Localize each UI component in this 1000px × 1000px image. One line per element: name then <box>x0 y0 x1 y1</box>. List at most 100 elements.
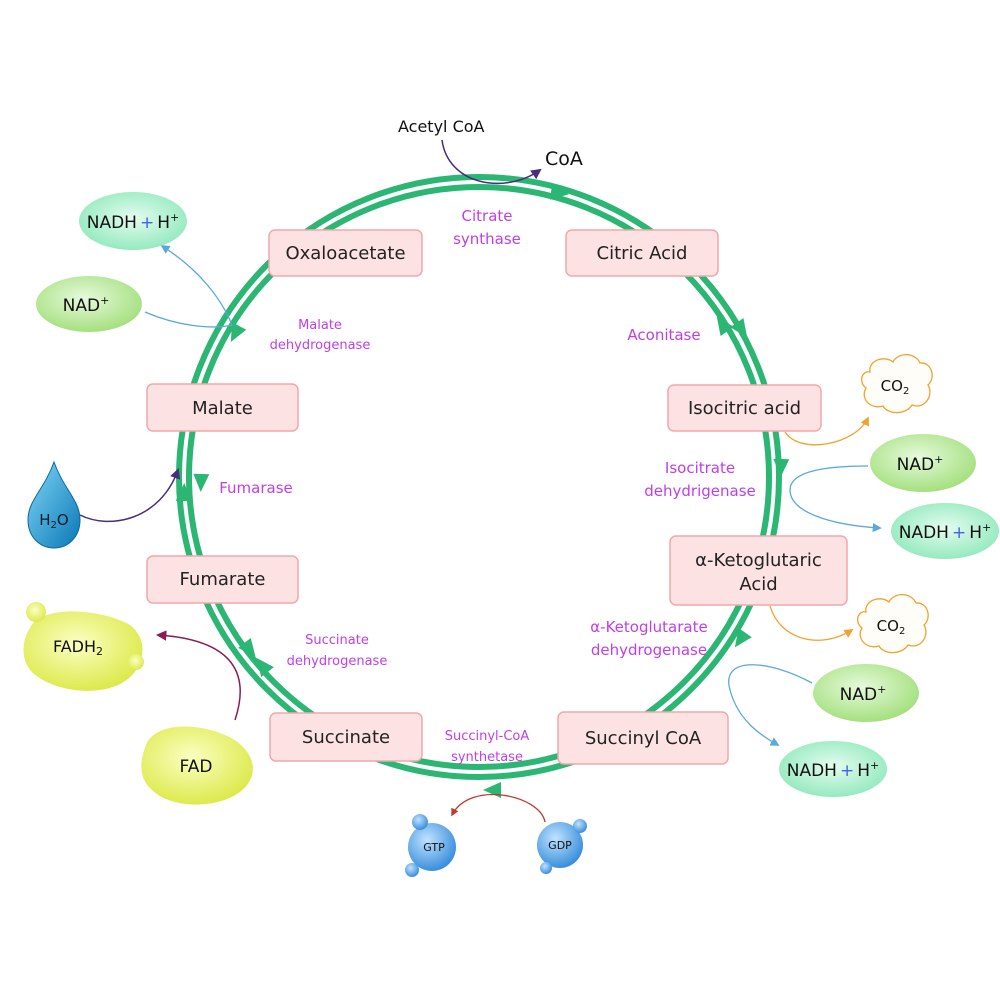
gtp-bubble-1 <box>412 814 428 830</box>
succinate-box <box>269 712 423 762</box>
enzyme-malate-dh-line2: dehydrogenase <box>270 338 371 353</box>
metabolite-succinate: Succinate <box>269 712 423 762</box>
metabolite-fumarate: Fumarate <box>146 555 299 604</box>
gtp-bubble-2 <box>405 863 419 877</box>
acetyl-coa-entry: Acetyl CoA CoA <box>398 117 583 185</box>
fadh2-bubble-1 <box>26 602 46 622</box>
nad-label-aketo: NAD+ <box>840 683 887 705</box>
cycle-arrow-left-2 <box>193 473 210 492</box>
enzyme-citrate-synthase-line1: Citrate <box>462 207 513 225</box>
fad-arrow <box>155 630 241 721</box>
co2-label-1: CO2 <box>881 377 910 397</box>
enzyme-succinyl-coa-synthetase-line2: synthetase <box>451 750 523 765</box>
fad-blob <box>141 726 253 805</box>
co2-arrow-2 <box>769 605 854 641</box>
succinate-label: Succinate <box>302 727 390 748</box>
aketoglutaric-acid-label-line1: α-Ketoglutaric <box>695 550 822 571</box>
enzyme-fumarase: Fumarase <box>219 479 293 497</box>
nadh-oval-isocitrate <box>891 503 999 559</box>
cycle-arrowheads <box>175 183 790 798</box>
gtp-label: GTP <box>423 841 445 854</box>
malate-label: Malate <box>192 398 253 419</box>
metabolite-citric-acid: Citric Acid <box>565 229 719 277</box>
water-drop-icon <box>27 460 81 549</box>
nad-label-isocitrate: NAD+ <box>897 453 944 475</box>
cycle-ring-inner <box>186 184 772 770</box>
oxaloacetate-label: Oxaloacetate <box>285 243 405 264</box>
water-arrow <box>79 468 181 523</box>
fumarate-box <box>146 555 299 604</box>
enzyme-malate-dh-line1: Malate <box>298 318 342 333</box>
fadh2-label: FADH2 <box>53 637 103 658</box>
cycle-arrow-right <box>773 458 790 477</box>
cycle-arrow-right-upper <box>730 318 748 338</box>
enzyme-isocitrate-dh-line2: dehydrigenase <box>644 482 755 500</box>
enzyme-aketo-dh-line2: dehydrogenase <box>591 641 707 659</box>
co2-cloud-1 <box>860 353 933 414</box>
succinyl-coa-label: Succinyl CoA <box>585 728 702 749</box>
metabolite-isocitric-acid: Isocitric acid <box>667 384 822 432</box>
nad-arrow-isocitrate <box>789 465 882 533</box>
isocitrate-dh-cofactors: CO2 NAD+ NADH+H+ <box>784 353 999 559</box>
cycle-arrow-left <box>175 483 192 502</box>
cycle-arrow-bottom <box>483 782 501 798</box>
acetyl-coa-arrow <box>441 139 542 185</box>
gdp-bubble-2 <box>540 862 552 874</box>
fumarate-label: Fumarate <box>180 569 266 590</box>
fad-label: FAD <box>180 757 213 777</box>
enzyme-succinyl-coa-synthetase-line1: Succinyl-CoA <box>445 729 530 744</box>
gdp-bubble-1 <box>573 819 587 833</box>
succinate-dh-cofactors: FADH2 FAD <box>23 602 253 805</box>
nadh-label-aketo: NADH+H+ <box>787 759 880 781</box>
nadh-oval-aketo <box>779 741 887 797</box>
nad-label-left: NAD+ <box>63 294 110 316</box>
h2o-label: H2O <box>39 511 68 531</box>
coa-label: CoA <box>545 148 583 170</box>
enzyme-succinate-dh-line1: Succinate <box>305 633 369 648</box>
aketo-dh-cofactors: CO2 NAD+ NADH+H+ <box>728 593 929 797</box>
metabolite-malate: Malate <box>146 383 299 432</box>
gdp-label: GDP <box>548 839 572 852</box>
cycle-arrow-top-right <box>549 183 569 200</box>
oxaloacetate-box <box>268 229 423 277</box>
malate-nad-arrow <box>144 245 233 328</box>
acetyl-coa-label: Acetyl CoA <box>398 117 485 136</box>
metabolite-aketoglutaric-acid: α-Ketoglutaric Acid <box>669 535 848 606</box>
nad-oval-aketo <box>813 664 919 722</box>
enzyme-isocitrate-dh-line1: Isocitrate <box>665 459 735 477</box>
metabolite-succinyl-coa: Succinyl CoA <box>557 711 729 765</box>
co2-cloud-2 <box>856 593 929 654</box>
citric-acid-label: Citric Acid <box>597 243 688 264</box>
fumarase-water: H2O <box>27 460 181 549</box>
malate-dh-cofactors: NADH+H+ NAD+ <box>36 192 233 332</box>
cycle-arrow-left-lower <box>256 657 274 678</box>
isocitric-acid-label: Isocitric acid <box>688 398 801 419</box>
nadh-label-left: NADH+H+ <box>87 211 180 233</box>
cycle-arrow-right-lower <box>734 628 752 648</box>
enzyme-citrate-synthase-line2: synthase <box>453 230 521 248</box>
succinyl-coa-synthetase-cofactors: GTP GDP <box>405 793 587 877</box>
enzyme-succinate-dh-line2: dehydrogenase <box>287 654 388 669</box>
fadh2-blob <box>23 611 143 691</box>
gtp-sphere <box>408 823 456 871</box>
aketoglutaric-acid-label-line2: Acid <box>739 574 777 595</box>
metabolite-oxaloacetate: Oxaloacetate <box>268 229 423 277</box>
enzyme-aketo-dh-line1: α-Ketoglutarate <box>590 618 707 636</box>
cycle-arrow-left-lower-2 <box>238 637 256 658</box>
enzyme-labels: Citrate synthase Aconitase Isocitrate de… <box>219 207 756 765</box>
co2-label-2: CO2 <box>877 617 906 637</box>
gdp-sphere <box>537 822 583 868</box>
fadh2-bubble-2 <box>128 654 144 670</box>
malate-box <box>146 383 299 432</box>
aketoglutaric-acid-box <box>669 535 848 606</box>
succinyl-coa-box <box>557 711 729 765</box>
nadh-label-isocitrate: NADH+H+ <box>899 521 992 543</box>
nad-arrow-aketo <box>728 664 813 746</box>
cycle-arrow-right-upper-2 <box>716 316 734 336</box>
enzyme-aconitase: Aconitase <box>627 326 700 344</box>
gdp-arrow <box>451 793 546 823</box>
citric-acid-box <box>565 229 719 277</box>
nadh-oval-left <box>79 192 187 250</box>
nad-oval-isocitrate <box>870 434 976 492</box>
